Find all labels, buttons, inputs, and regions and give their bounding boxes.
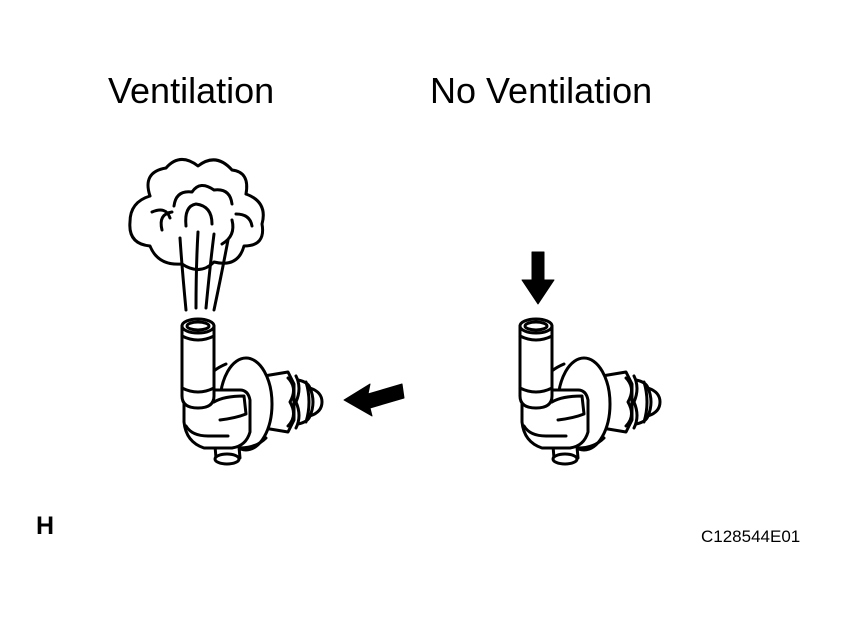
- ventilation-heading: Ventilation: [108, 70, 275, 111]
- figure-code: C128544E01: [701, 527, 801, 546]
- no-ventilation-heading: No Ventilation: [430, 70, 653, 111]
- section-letter: H: [36, 512, 55, 540]
- arrow-left-icon: [343, 383, 405, 417]
- vapor-stream: [178, 230, 230, 312]
- pcv-valve-right: [518, 317, 662, 466]
- arrow-down-icon: [521, 251, 555, 305]
- vapor-cloud-icon: [128, 158, 265, 271]
- pcv-valve-left: [180, 317, 324, 466]
